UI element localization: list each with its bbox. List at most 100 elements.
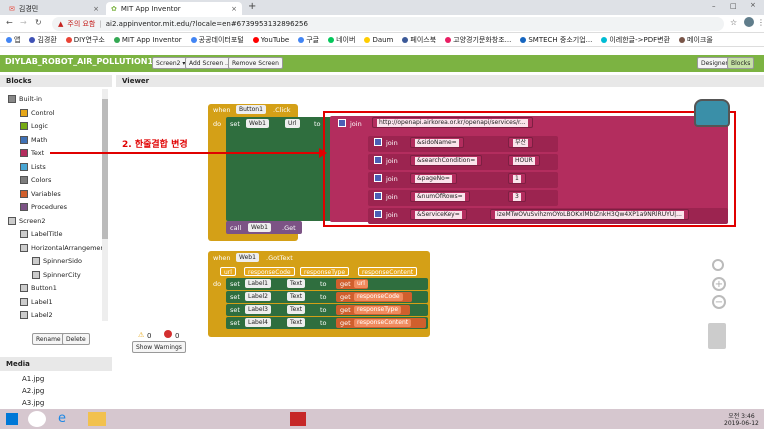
star-icon[interactable]: ☆ bbox=[730, 18, 738, 27]
bookmark-item[interactable]: 메이크올 bbox=[679, 35, 713, 45]
event-parameter[interactable]: responseContent bbox=[358, 267, 418, 276]
tree-item[interactable]: Label2 bbox=[20, 309, 53, 321]
label-component-dropdown[interactable]: Label1 bbox=[245, 279, 272, 288]
event-parameter[interactable]: responseType bbox=[300, 267, 350, 276]
string-block[interactable]: &searchCondition= bbox=[410, 155, 483, 166]
delete-button[interactable]: Delete bbox=[62, 333, 90, 345]
bookmark-item[interactable]: 구글 bbox=[298, 35, 319, 45]
minimize-icon[interactable]: – bbox=[712, 2, 716, 10]
bookmark-item[interactable]: 네이버 bbox=[328, 35, 355, 45]
tree-item[interactable]: HorizontalArrangemen bbox=[20, 242, 105, 254]
component-dropdown[interactable]: Button1 bbox=[236, 105, 266, 114]
tree-item[interactable]: Built-in bbox=[8, 93, 42, 105]
string-block[interactable]: izeMTwOVuSvihzmOYoLBOKxlMblZnkH3Qw4XP1a9… bbox=[490, 209, 689, 220]
get-variable-block[interactable] bbox=[336, 279, 368, 289]
show-warnings-button[interactable]: Show Warnings bbox=[132, 341, 186, 353]
gear-icon[interactable] bbox=[374, 156, 382, 164]
app-icon[interactable] bbox=[290, 412, 306, 426]
zoom-out-icon[interactable]: − bbox=[712, 295, 726, 309]
tree-item[interactable]: Text bbox=[20, 147, 44, 159]
gear-icon[interactable] bbox=[374, 138, 382, 146]
media-file[interactable]: A3.jpg bbox=[22, 399, 45, 407]
gear-icon[interactable] bbox=[374, 192, 382, 200]
event-parameter[interactable]: responseCode bbox=[244, 267, 295, 276]
bookmark-item[interactable]: 이레한글->PDF변환 bbox=[601, 35, 670, 45]
recenter-icon[interactable] bbox=[712, 259, 724, 271]
tree-item[interactable]: SpinnerCity bbox=[32, 269, 81, 281]
tree-item[interactable]: Logic bbox=[20, 120, 48, 132]
tree-item[interactable]: Math bbox=[20, 134, 47, 146]
property-dropdown[interactable]: Text bbox=[287, 318, 306, 327]
property-dropdown[interactable]: Text bbox=[287, 305, 306, 314]
component-dropdown[interactable]: Web1 bbox=[236, 253, 259, 262]
string-block[interactable]: &numOfRows= bbox=[410, 191, 470, 202]
media-file[interactable]: A1.jpg bbox=[22, 375, 45, 383]
variable-name[interactable]: responseCode bbox=[354, 293, 403, 301]
tab-app-inventor[interactable]: ✿ MIT App Inventor × bbox=[106, 2, 242, 15]
label-component-dropdown[interactable]: Label2 bbox=[245, 292, 272, 301]
scrollbar[interactable] bbox=[102, 89, 108, 321]
string-block[interactable]: HOUR bbox=[508, 155, 540, 166]
event-parameter[interactable]: url bbox=[220, 267, 236, 276]
tree-item[interactable]: Button1 bbox=[20, 282, 57, 294]
screen-dropdown[interactable]: Screen2 ▾ bbox=[152, 57, 190, 69]
string-block[interactable]: 부산 bbox=[508, 137, 534, 148]
close-icon[interactable]: × bbox=[231, 4, 237, 13]
tree-item[interactable]: Label1 bbox=[20, 296, 53, 308]
tree-item[interactable]: Procedures bbox=[20, 201, 67, 213]
tree-item[interactable]: Control bbox=[20, 107, 55, 119]
property-dropdown[interactable]: Text bbox=[287, 292, 306, 301]
property-dropdown[interactable]: Text bbox=[287, 279, 306, 288]
gear-icon[interactable] bbox=[338, 119, 346, 127]
url-string-block[interactable]: http://openapi.airkorea.or.kr/openapi/se… bbox=[372, 117, 533, 128]
tree-item[interactable]: Variables bbox=[20, 188, 61, 200]
reload-icon[interactable]: ↻ bbox=[35, 18, 42, 27]
rename-button[interactable]: Rename bbox=[32, 333, 65, 345]
avatar[interactable] bbox=[744, 17, 754, 27]
add-screen-button[interactable]: Add Screen ... bbox=[185, 57, 235, 69]
string-block[interactable]: &ServiceKey= bbox=[410, 209, 467, 220]
property-dropdown[interactable]: Url bbox=[285, 119, 300, 128]
tree-item[interactable]: SpinnerSido bbox=[32, 255, 82, 267]
set-label-block[interactable] bbox=[226, 278, 428, 290]
media-file[interactable]: A2.jpg bbox=[22, 387, 45, 395]
menu-icon[interactable]: ⋮ bbox=[757, 18, 764, 27]
backpack-icon[interactable] bbox=[694, 99, 730, 127]
folder-icon[interactable] bbox=[88, 412, 106, 426]
trash-icon[interactable] bbox=[708, 323, 726, 349]
bookmark-item[interactable]: SMTECH 중소기업... bbox=[520, 35, 592, 45]
gear-icon[interactable] bbox=[374, 174, 382, 182]
variable-name[interactable]: responseContent bbox=[354, 319, 412, 327]
ie-icon[interactable]: e bbox=[58, 411, 66, 426]
windows-start-icon[interactable] bbox=[6, 413, 18, 425]
window-close-icon[interactable]: × bbox=[750, 1, 756, 9]
call-component-dropdown[interactable]: Web1 bbox=[248, 223, 271, 232]
new-tab-button[interactable]: + bbox=[248, 1, 257, 12]
string-block[interactable]: 3 bbox=[508, 191, 526, 202]
blocks-button[interactable]: Blocks bbox=[727, 57, 755, 69]
tree-item[interactable]: Colors bbox=[20, 174, 51, 186]
blocks-workspace[interactable]: when Button1 .Click do set Web1 Url to j… bbox=[50, 87, 750, 371]
bookmark-item[interactable]: 페이스북 bbox=[402, 35, 436, 45]
bookmark-item[interactable]: Daum bbox=[364, 36, 393, 44]
string-block[interactable]: 1 bbox=[508, 173, 526, 184]
bookmark-item[interactable]: MIT App Inventor bbox=[113, 36, 182, 44]
remove-screen-button[interactable]: Remove Screen bbox=[228, 57, 283, 69]
web-component-dropdown[interactable]: Web1 bbox=[246, 119, 269, 128]
tree-item[interactable]: Lists bbox=[20, 161, 46, 173]
bookmark-item[interactable]: 고양경기문화창조... bbox=[445, 35, 511, 45]
variable-name[interactable]: url bbox=[354, 280, 368, 288]
set-url-block[interactable] bbox=[226, 117, 336, 221]
forward-icon[interactable]: → bbox=[20, 18, 27, 27]
tab-gmail[interactable]: ✉ 김경민 × bbox=[4, 2, 104, 15]
variable-name[interactable]: responseType bbox=[354, 306, 402, 314]
zoom-in-icon[interactable]: + bbox=[712, 277, 726, 291]
tree-item[interactable]: Screen2 bbox=[8, 215, 45, 227]
close-icon[interactable]: × bbox=[93, 4, 99, 13]
bookmark-item[interactable]: 공공데이터포털 bbox=[190, 35, 244, 45]
gear-icon[interactable] bbox=[374, 210, 382, 218]
chrome-icon[interactable] bbox=[28, 411, 46, 427]
label-component-dropdown[interactable]: Label3 bbox=[245, 305, 272, 314]
tree-item[interactable]: LabelTitle bbox=[20, 228, 62, 240]
string-block[interactable]: &pageNo= bbox=[410, 173, 457, 184]
